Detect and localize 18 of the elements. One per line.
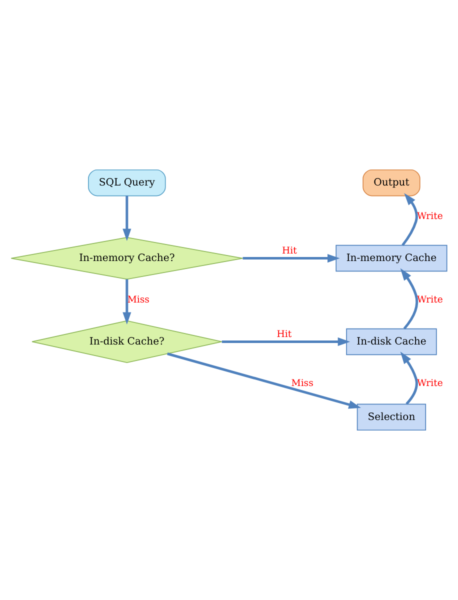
arrow <box>400 352 418 405</box>
arrow <box>222 337 350 346</box>
arrow <box>167 352 361 409</box>
node-diamond: In-disk Cache? <box>32 320 222 363</box>
node-box: In-memory Cache <box>336 244 448 272</box>
node-box: Selection <box>356 404 426 431</box>
arrow <box>122 279 132 324</box>
arrow <box>402 193 418 246</box>
edge-label: Hit <box>282 246 297 257</box>
node-box: In-disk Cache <box>346 328 437 356</box>
node-box: Output <box>362 169 420 196</box>
arrow <box>122 196 132 242</box>
arrow <box>242 254 340 263</box>
arrow <box>400 268 418 330</box>
node-box: SQL Query <box>88 169 166 196</box>
node-diamond: In-memory Cache? <box>10 237 244 280</box>
edge-label: Miss <box>291 378 314 389</box>
edge-label: Hit <box>276 328 292 340</box>
